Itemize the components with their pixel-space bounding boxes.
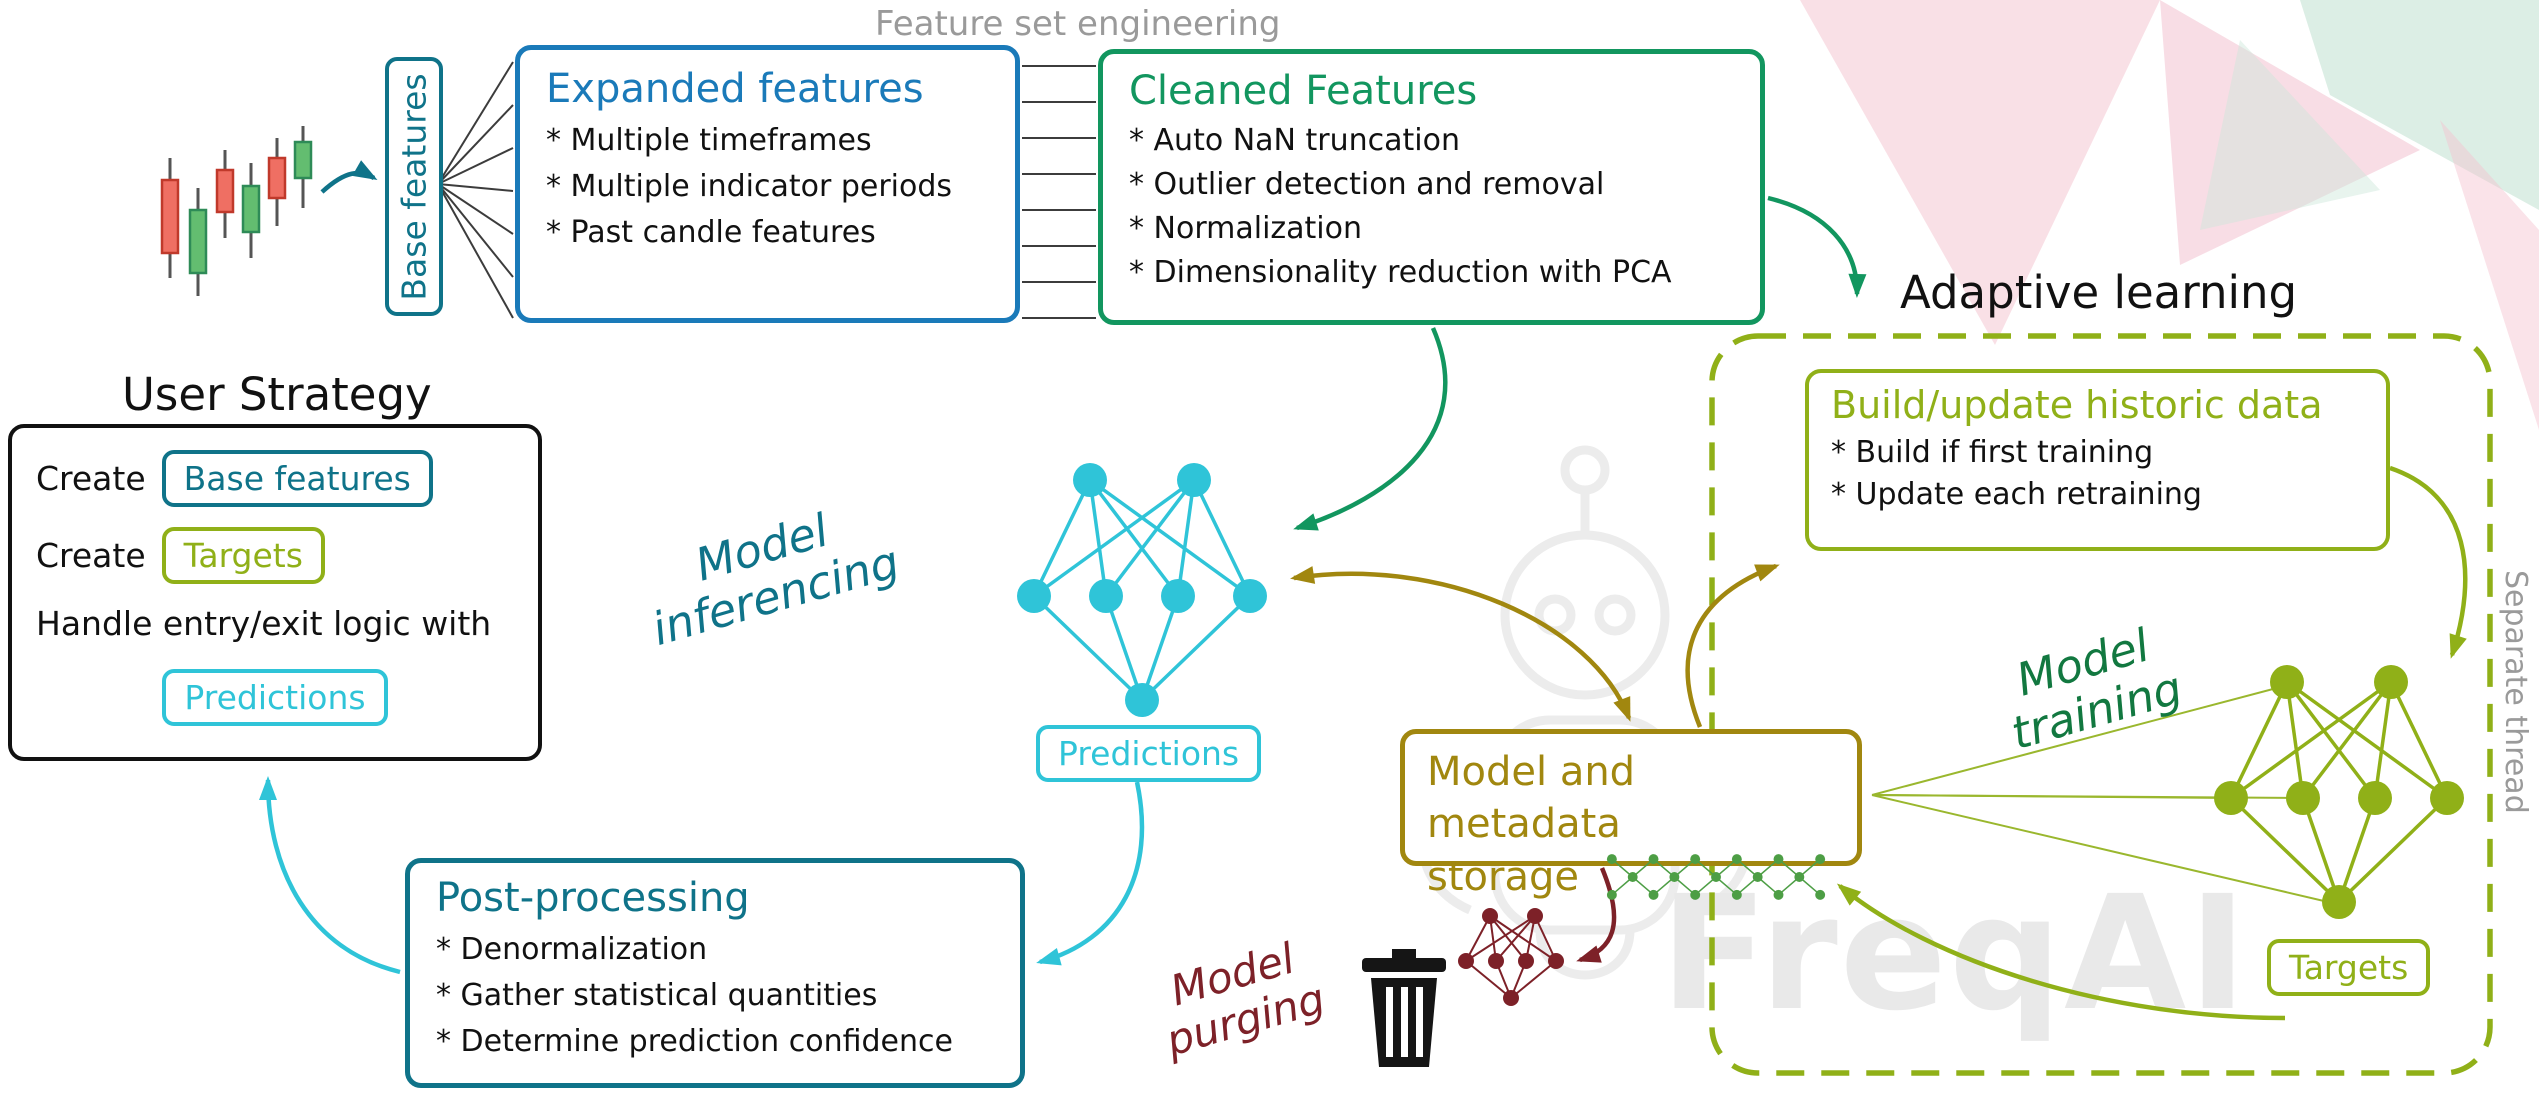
build-update-box: Build/update historic data * Build if fi… <box>1805 369 2390 551</box>
us-targets-chip: Targets <box>161 527 325 584</box>
list-item: * Gather statistical quantities <box>436 978 878 1013</box>
base-features-label: Base features <box>394 72 434 301</box>
post-processing-title: Post-processing <box>436 875 750 921</box>
handle-logic-line: Handle entry/exit logic with <box>36 604 492 643</box>
create-label: Create <box>36 459 146 498</box>
post-processing-box: Post-processing * Denormalization * Gath… <box>405 858 1025 1088</box>
us-base-features-chip: Base features <box>161 450 433 507</box>
storage-title-line1: Model and metadata <box>1427 749 1636 847</box>
list-item: * Update each retraining <box>1831 477 2202 512</box>
cleaned-features-box: Cleaned Features * Auto NaN truncation *… <box>1098 49 1765 325</box>
separate-thread-label: Separate thread <box>2498 570 2533 814</box>
targets-chip: Targets <box>2267 939 2431 996</box>
list-item: * Determine prediction confidence <box>436 1024 953 1059</box>
candlestick-chart-icon <box>160 126 313 296</box>
adaptive-learning-heading: Adaptive learning <box>1900 266 2298 319</box>
model-purging-label: Model purging <box>1082 910 1396 1083</box>
us-predictions-chip: Predictions <box>162 669 388 726</box>
feature-set-engineering-label: Feature set engineering <box>875 4 1281 44</box>
list-item: * Auto NaN truncation <box>1129 123 1460 158</box>
stored-network-strip-icon <box>1606 854 1826 900</box>
purged-neural-network-icon <box>1458 908 1564 1006</box>
list-item: * Normalization <box>1129 211 1363 246</box>
list-item: * Build if first training <box>1831 435 2154 470</box>
training-neural-network-icon <box>2214 665 2464 919</box>
list-item: * Multiple timeframes <box>546 123 872 158</box>
user-strategy-box: Create Base features Create Targets Hand… <box>8 424 542 761</box>
cleaned-features-list: * Auto NaN truncation * Outlier detectio… <box>1129 123 1734 290</box>
list-item: * Dimensionality reduction with PCA <box>1129 255 1672 290</box>
model-storage-box: Model and metadata storage <box>1400 729 1862 900</box>
base-features-box: Base features <box>385 57 443 316</box>
storage-title-line2: storage <box>1427 854 1579 900</box>
predictions-chip: Predictions <box>1036 725 1262 782</box>
build-update-list: * Build if first training * Update each … <box>1831 435 2364 512</box>
create-label: Create <box>36 536 146 575</box>
post-processing-list: * Denormalization * Gather statistical q… <box>436 932 994 1059</box>
cleaned-features-title: Cleaned Features <box>1129 68 1478 114</box>
model-inferencing-label: Model inferencing <box>582 474 956 670</box>
arrow-predictions-to-post <box>1036 781 1145 966</box>
base-to-expanded-fan <box>437 61 514 319</box>
arrow-cleaned-to-adaptive <box>1767 195 1867 298</box>
list-item: * Past candle features <box>546 215 876 250</box>
arrow-candles-to-base <box>320 160 378 194</box>
list-item: * Outlier detection and removal <box>1129 167 1605 202</box>
inference-neural-network-icon <box>1017 463 1267 717</box>
expanded-features-list: * Multiple timeframes * Multiple indicat… <box>546 123 989 250</box>
trash-can-icon <box>1362 949 1446 1067</box>
expanded-features-title: Expanded features <box>546 66 924 112</box>
expanded-features-box: Expanded features * Multiple timeframes … <box>515 45 1020 323</box>
list-item: * Multiple indicator periods <box>546 169 953 204</box>
build-update-title: Build/update historic data <box>1831 383 2323 427</box>
list-item: * Denormalization <box>436 932 708 967</box>
user-strategy-heading: User Strategy <box>122 368 432 421</box>
expanded-to-cleaned-lines <box>1022 65 1096 319</box>
arrow-post-to-strategy <box>259 776 401 975</box>
